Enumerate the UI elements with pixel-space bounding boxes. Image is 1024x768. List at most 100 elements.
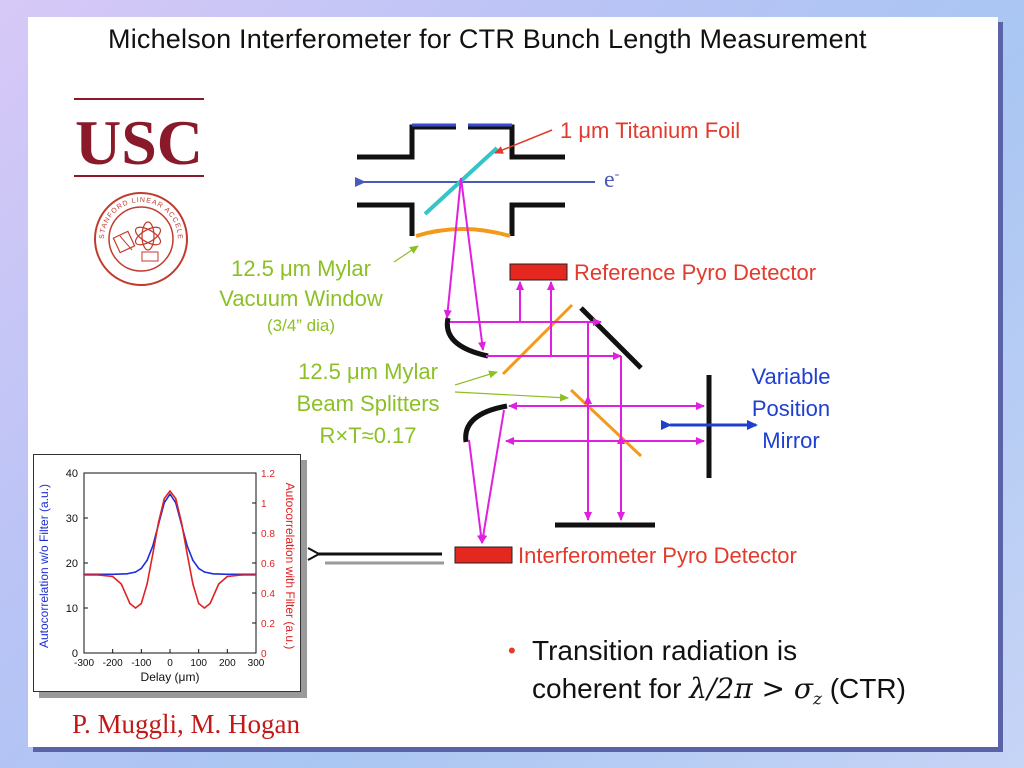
interferometer-pyro-detector <box>454 546 513 564</box>
foil-label: 1 μm Titanium Foil <box>560 118 741 143</box>
series-2-point <box>157 521 160 524</box>
bullet-formula: λ/2π > σ <box>689 672 813 705</box>
authors: P. Muggli, M. Hogan <box>72 709 301 739</box>
series-2-point <box>180 521 183 524</box>
splitter-label-line2: Beam Splitters <box>296 391 440 416</box>
splitter-label-line3: R×T≈0.17 <box>319 423 417 448</box>
series-2-point <box>140 602 143 605</box>
mirror-label-line1: Variable <box>751 364 831 389</box>
series-2-point <box>120 583 123 585</box>
lower-curved-mirror <box>463 403 508 443</box>
series-1-point <box>186 545 188 547</box>
series-2-point <box>97 574 100 576</box>
y-right-tick-label: 0 <box>261 649 267 660</box>
electron-symbol: e <box>604 167 615 193</box>
series-1-point <box>146 559 148 562</box>
series-2-point <box>174 497 177 500</box>
electron-charge: - <box>614 167 620 182</box>
bullet-text: Transition radiation is coherent for λ/2… <box>532 632 906 719</box>
series-1-point <box>203 571 206 573</box>
usc-logo-text: USC <box>75 107 203 178</box>
x-tick-label: 0 <box>167 658 173 669</box>
series-1-point <box>197 567 200 570</box>
series-2-point <box>111 575 114 578</box>
fixed-mirror <box>579 306 643 370</box>
series-2-point <box>217 583 220 585</box>
series-2-point <box>209 602 211 605</box>
vacuum-chamber <box>357 124 565 236</box>
x-tick-label: 200 <box>219 658 236 669</box>
series-2-point <box>197 602 200 605</box>
series-1-point <box>140 567 143 570</box>
usc-logo: USC <box>74 98 204 178</box>
plot-area <box>83 472 257 654</box>
bullet-dot-icon: • <box>508 638 516 663</box>
ref-detector-label: Reference Pyro Detector <box>574 260 817 285</box>
y-right-tick-label: 0.8 <box>261 529 275 540</box>
x-axis-label: Delay (μm) <box>141 670 200 684</box>
slide-title: Michelson Interferometer for CTR Bunch L… <box>108 24 867 54</box>
series-2-point <box>163 497 166 500</box>
x-tick-label: -200 <box>103 658 123 669</box>
series-2-point <box>192 583 194 585</box>
radiation-paths <box>443 177 705 544</box>
mirror-label-line3: Mirror <box>762 428 820 453</box>
series-2-point <box>129 602 131 605</box>
series-line-2 <box>84 490 256 609</box>
series-2-point <box>203 607 206 609</box>
bullet-line1: Transition radiation is <box>532 635 798 666</box>
series-1-point <box>111 573 114 576</box>
series-1-point <box>226 573 229 576</box>
y-left-axis-label: Autocorrelation w/o Filter (a.u.) <box>37 484 51 648</box>
y-left-tick-label: 10 <box>66 603 78 615</box>
bullet-formula-sub: z <box>812 689 822 710</box>
bullet-line2: coherent for λ/2π > σz (CTR) <box>532 670 906 719</box>
series-1-point <box>212 573 214 575</box>
window-label-line2: Vacuum Window <box>219 286 383 311</box>
beam-splitter-2 <box>569 388 643 458</box>
x-tick-label: 100 <box>190 658 207 669</box>
y-right-tick-label: 1 <box>261 499 267 510</box>
y-right-tick-label: 1.2 <box>261 469 275 480</box>
series-1-point <box>169 493 171 495</box>
y-right-tick-label: 0.6 <box>261 559 275 570</box>
window-label-line1: 12.5 μm Mylar <box>231 256 371 281</box>
series-line-1 <box>84 493 256 576</box>
series-1-point <box>152 545 154 547</box>
upper-curved-mirror <box>444 317 489 359</box>
series-2-point <box>255 574 257 576</box>
x-tick-label: 300 <box>248 658 265 669</box>
series-2-point <box>134 607 137 609</box>
mirror-label-line2: Position <box>751 396 831 421</box>
y-left-tick-label: 0 <box>72 648 78 660</box>
beam-splitter-label: 12.5 μm Mylar Beam Splitters R×T≈0.17 <box>270 356 466 452</box>
reference-pyro-detector <box>509 263 568 281</box>
y-left-tick-label: 20 <box>66 558 78 570</box>
interferometer-detector-label: Interferometer Pyro Detector <box>518 543 797 568</box>
y-left-tick-label: 40 <box>66 468 78 480</box>
splitter-label-line1: 12.5 μm Mylar <box>298 359 438 384</box>
series-1-point <box>134 571 137 573</box>
bullet-line2-prefix: coherent for <box>532 673 690 704</box>
x-tick-label: -100 <box>131 658 151 669</box>
splitter-pointer-1 <box>454 370 498 386</box>
window-pointer <box>393 245 419 263</box>
vacuum-window-label: 12.5 μm Mylar Vacuum Window (3/4” dia) <box>196 254 406 338</box>
series-2-point <box>240 574 243 576</box>
mirror-label: Variable Position Mirror <box>732 361 850 457</box>
vacuum-window <box>415 227 511 238</box>
series-2-point <box>146 583 148 585</box>
y-right-axis-label: Autocorrelation with Filter (a.u.) <box>283 483 297 650</box>
y-right-tick-label: 0.2 <box>261 619 275 630</box>
slac-seal: STANFORD LINEAR ACCELERATOR CENTER <box>92 190 188 286</box>
beam-splitter-1 <box>501 303 574 376</box>
series-1-point <box>126 573 128 575</box>
y-left-tick-label: 30 <box>66 513 78 525</box>
series-2-point <box>169 490 171 492</box>
series-2-point <box>83 574 85 576</box>
series-2-point <box>152 553 154 555</box>
bullet-line2-suffix: (CTR) <box>821 673 906 704</box>
splitter-pointer-2 <box>454 391 569 402</box>
